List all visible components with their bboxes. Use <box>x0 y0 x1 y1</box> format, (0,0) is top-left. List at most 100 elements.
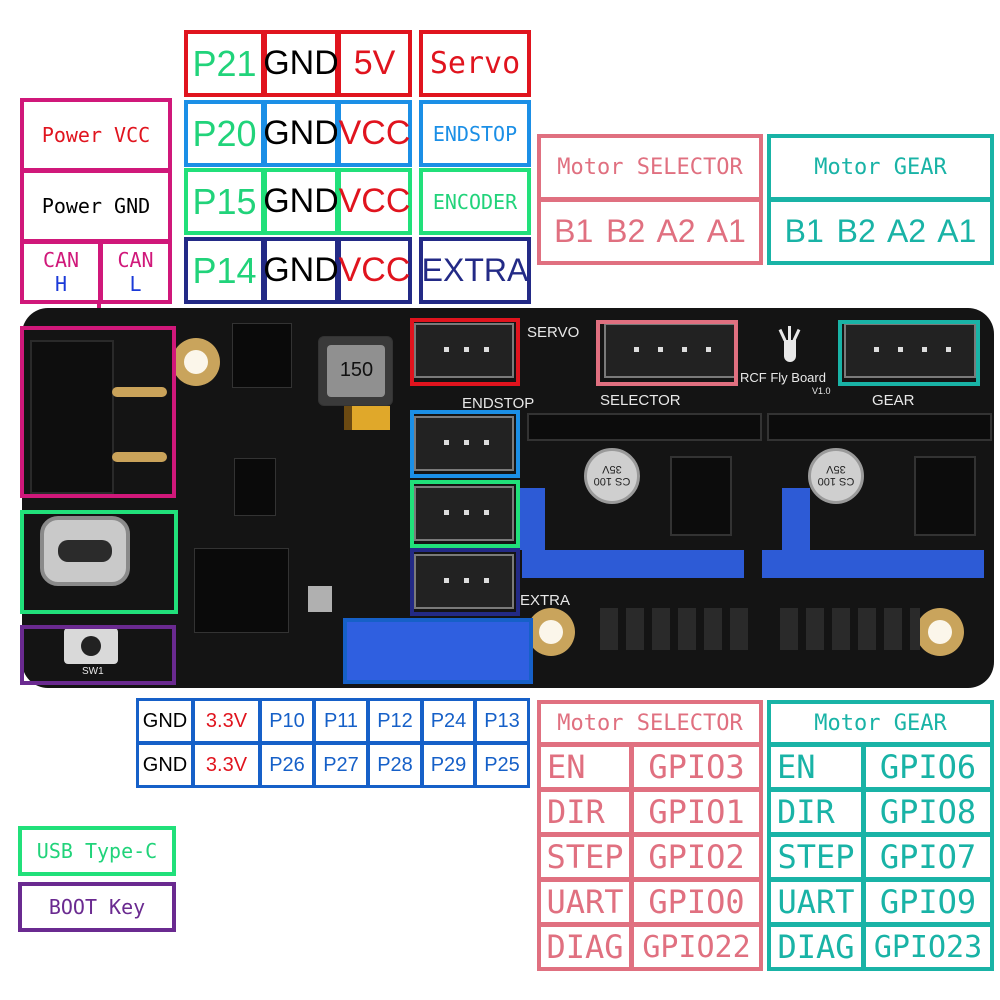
port-p14-gnd: GND <box>263 237 339 304</box>
port-p14-pin: P14 <box>184 237 265 304</box>
cap-label: CS 100 35V <box>817 463 855 487</box>
highlight-endstop <box>410 410 520 478</box>
silk-version: V1.0 <box>812 386 831 396</box>
gpio-r2-p27: P27 <box>313 742 369 788</box>
gear-gpio-step: GPIO7 <box>862 833 994 881</box>
can-h-line1: CAN <box>42 248 80 272</box>
gpio-r2-p26: P26 <box>259 742 315 788</box>
mounting-hole <box>916 608 964 656</box>
can-l-line2: L <box>129 272 142 296</box>
can-l-line1: CAN <box>117 248 154 272</box>
boot-button <box>64 628 118 664</box>
selector-gpio-step: GPIO2 <box>630 833 763 881</box>
legend-usb-type-c: USB Type-C <box>18 826 176 876</box>
silk-endstop: ENDSTOP <box>462 395 535 412</box>
port-p15-gnd: GND <box>263 168 339 235</box>
port-p21-pin: P21 <box>184 30 265 97</box>
gpio-r1-p10: P10 <box>259 698 315 744</box>
silk-selector: SELECTOR <box>600 392 681 409</box>
usb-c-connector <box>40 516 130 586</box>
mounting-hole <box>172 338 220 386</box>
can-l-label: CAN L <box>99 240 172 304</box>
gear-gpio-uart: GPIO9 <box>862 878 994 926</box>
power-connector <box>30 340 167 494</box>
cap-label: CS 100 35V <box>593 463 631 487</box>
highlight-extra <box>410 548 520 616</box>
legend-boot-key: BOOT Key <box>18 882 176 932</box>
driver-pin-header <box>762 550 984 578</box>
gpio-r1-33v: 3.3V <box>192 698 261 744</box>
driver-socket-header <box>527 413 762 441</box>
crystal <box>308 586 332 612</box>
gear-signal-diag: DIAG <box>767 923 865 971</box>
highlight-encoder <box>410 480 520 548</box>
power-gnd-label: Power GND <box>20 169 172 243</box>
port-encoder-label: ENCODER <box>419 168 531 235</box>
silk-gear: GEAR <box>872 392 915 409</box>
gpio-r1-p12: P12 <box>367 698 423 744</box>
can-chip <box>234 458 276 516</box>
motor-selector-top-pins: B1 B2 A2 A1 <box>537 198 763 265</box>
port-p20-pin: P20 <box>184 100 265 167</box>
power-vcc-label: Power VCC <box>20 98 172 172</box>
carrot-logo-icon <box>778 326 801 362</box>
can-h-label: CAN H <box>20 240 102 304</box>
port-endstop-label: ENDSTOP <box>419 100 531 167</box>
inductor: 150 <box>318 336 393 406</box>
selector-signal-en: EN <box>537 743 633 791</box>
highlight-gpio-header <box>343 618 533 684</box>
gear-gpio-dir: GPIO8 <box>862 788 994 836</box>
port-p14-power: VCC <box>337 237 412 304</box>
gpio-r1-p24: P24 <box>421 698 476 744</box>
gpio-r1-p13: P13 <box>474 698 530 744</box>
jumper-blue <box>517 488 545 550</box>
endstop-jst-connector <box>414 416 514 471</box>
sw-label: SW1 <box>82 666 104 677</box>
mcu-chip <box>194 548 289 633</box>
port-p21-power: 5V <box>337 30 412 97</box>
port-p20-power: VCC <box>337 100 412 167</box>
jumper-header <box>670 456 732 536</box>
gpio-pin-header <box>347 620 532 682</box>
smd-components <box>600 608 750 650</box>
tantalum-cap <box>344 406 390 430</box>
silk-servo: SERVO <box>527 324 580 341</box>
extra-jst-connector <box>414 554 514 609</box>
smd-components <box>780 608 920 650</box>
gear-signal-en: EN <box>767 743 865 791</box>
highlight-gear <box>838 320 980 386</box>
gear-gpio-diag: GPIO23 <box>862 923 994 971</box>
servo-jst-connector <box>414 323 514 378</box>
highlight-boot-key <box>20 625 176 685</box>
gear-signal-uart: UART <box>767 878 865 926</box>
gpio-r2-33v: 3.3V <box>192 742 261 788</box>
highlight-servo <box>410 318 520 386</box>
selector-gpio-en: GPIO3 <box>630 743 763 791</box>
selector-signal-dir: DIR <box>537 788 633 836</box>
port-p20-gnd: GND <box>263 100 339 167</box>
port-extra-label: EXTRA <box>419 237 531 304</box>
electrolytic-capacitor: CS 100 35V <box>808 448 864 504</box>
gpio-r2-p25: P25 <box>474 742 530 788</box>
selector-jst-connector <box>604 323 736 378</box>
jumper-header <box>914 456 976 536</box>
gear-signal-dir: DIR <box>767 788 865 836</box>
driver-socket-header <box>767 413 992 441</box>
gpio-r1-p11: P11 <box>313 698 369 744</box>
gear-signal-step: STEP <box>767 833 865 881</box>
silk-brand: RCF Fly Board <box>740 370 826 385</box>
motor-selector-top-title: Motor SELECTOR <box>537 134 763 201</box>
gpio-r1-gnd: GND <box>136 698 194 744</box>
highlight-usb-c <box>20 510 178 614</box>
motor-gear-bottom-title: Motor GEAR <box>767 700 994 746</box>
driver-pin-header <box>522 550 744 578</box>
gpio-r2-p28: P28 <box>367 742 423 788</box>
gear-jst-connector <box>844 323 976 378</box>
selector-gpio-dir: GPIO1 <box>630 788 763 836</box>
port-p21-gnd: GND <box>263 30 339 97</box>
port-p15-pin: P15 <box>184 168 265 235</box>
inductor-label: 150 <box>339 359 374 381</box>
gpio-r2-gnd: GND <box>136 742 194 788</box>
can-h-line2: H <box>54 272 68 296</box>
jumper-blue <box>782 488 810 550</box>
